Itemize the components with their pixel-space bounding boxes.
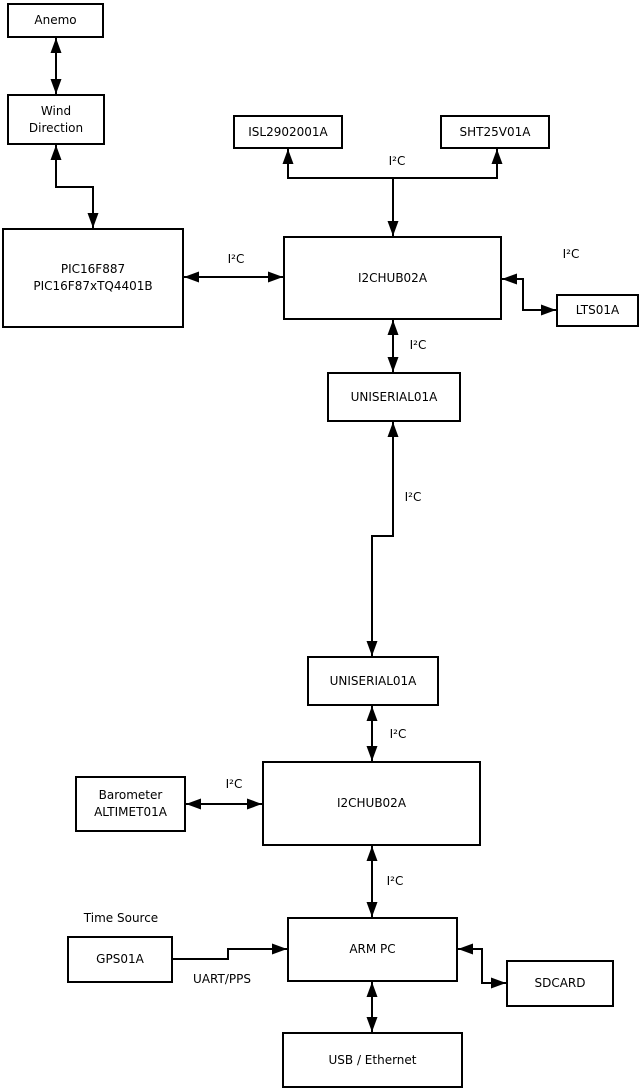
node-label: USB / Ethernet bbox=[328, 1052, 417, 1067]
label-bus-hub1-lts: I²C bbox=[562, 247, 580, 261]
node-label: GPS01A bbox=[96, 952, 144, 967]
node-label: PIC16F887 bbox=[60, 262, 126, 277]
edge-gps-armpc bbox=[173, 943, 287, 960]
node-label: ARM PC bbox=[349, 942, 396, 957]
node-label: Anemo bbox=[34, 13, 77, 28]
label-bus-pic-hub1: I²C bbox=[227, 252, 245, 266]
node-sht: SHT25V01A bbox=[440, 115, 550, 149]
node-gps: GPS01A bbox=[67, 936, 173, 983]
node-label: I2CHUB02A bbox=[357, 270, 428, 285]
edge-wind-pic bbox=[50, 145, 99, 228]
label-bus-gps-armpc: UART/PPS bbox=[193, 972, 251, 986]
node-lts: LTS01A bbox=[556, 294, 639, 327]
node-i2chub-1: I2CHUB02A bbox=[283, 236, 502, 320]
edge-hub1-lts bbox=[502, 273, 556, 316]
node-label: Direction bbox=[28, 120, 84, 135]
node-label: ISL2902001A bbox=[248, 124, 328, 139]
node-label: I2CHUB02A bbox=[336, 796, 407, 811]
label-bus-uniserial2-hub2: I²C bbox=[389, 727, 407, 741]
node-anemo: Anemo bbox=[7, 3, 104, 38]
label-bus-uniserial1-uniserial2: I²C bbox=[404, 490, 422, 504]
node-label: ALTIMET01A bbox=[94, 805, 167, 819]
label-time-source-caption: Time Source bbox=[83, 911, 159, 925]
node-label: SHT25V01A bbox=[459, 124, 531, 139]
node-uniserial-1: UNISERIAL01A bbox=[327, 372, 461, 422]
label-bus-barometer-hub2: I²C bbox=[225, 777, 243, 791]
node-isl: ISL2902001A bbox=[233, 115, 343, 149]
node-label: UNISERIAL01A bbox=[350, 389, 438, 404]
label-bus-isl-sht: I²C bbox=[388, 154, 406, 168]
node-arm-pc: ARM PC bbox=[287, 917, 458, 982]
node-sdcard: SDCARD bbox=[506, 960, 614, 1007]
node-label: UNISERIAL01A bbox=[329, 673, 417, 688]
node-label: SDCARD bbox=[534, 976, 586, 991]
label-bus-hub1-uniserial1: I²C bbox=[409, 338, 427, 352]
node-uniserial-2: UNISERIAL01A bbox=[307, 656, 439, 706]
node-label: LTS01A bbox=[575, 303, 620, 318]
edge-uniserial1-uniserial2 bbox=[366, 422, 399, 656]
node-label: Wind bbox=[40, 103, 72, 118]
node-usb-ethernet: USB / Ethernet bbox=[282, 1032, 463, 1088]
label-bus-hub2-armpc: I²C bbox=[386, 874, 404, 888]
node-i2chub-2: I2CHUB02A bbox=[262, 761, 481, 846]
edge-armpc-sdcard bbox=[458, 943, 506, 989]
node-label: Barometer bbox=[98, 788, 163, 803]
node-label: PIC16F87xTQ4401B bbox=[33, 279, 153, 293]
